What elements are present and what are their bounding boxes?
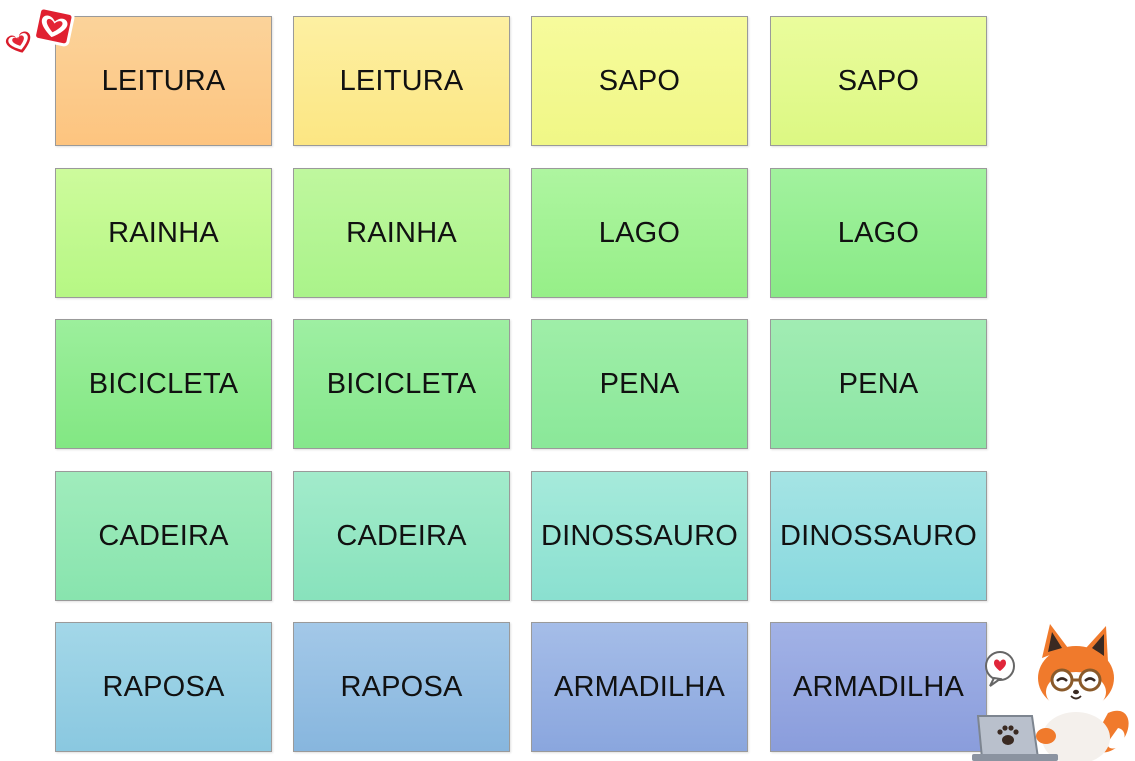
word-card-label: SAPO bbox=[598, 64, 681, 97]
word-card[interactable]: SAPO bbox=[531, 16, 748, 146]
word-card-label: SAPO bbox=[837, 64, 920, 97]
word-card[interactable]: ARMADILHA bbox=[770, 622, 987, 752]
word-card[interactable]: BICICLETA bbox=[293, 319, 510, 449]
word-card[interactable]: LAGO bbox=[770, 168, 987, 298]
word-card[interactable]: DINOSSAURO bbox=[770, 471, 987, 601]
word-card[interactable]: BICICLETA bbox=[55, 319, 272, 449]
word-card[interactable]: LEITURA bbox=[55, 16, 272, 146]
word-card-label: LAGO bbox=[598, 216, 681, 249]
word-card-label: LEITURA bbox=[101, 64, 226, 97]
word-card[interactable]: SAPO bbox=[770, 16, 987, 146]
word-card[interactable]: RAINHA bbox=[55, 168, 272, 298]
word-card-label: BICICLETA bbox=[88, 367, 239, 400]
word-card[interactable]: PENA bbox=[531, 319, 748, 449]
word-card-label: RAINHA bbox=[346, 216, 457, 249]
word-card[interactable]: LEITURA bbox=[293, 16, 510, 146]
word-card-label: RAINHA bbox=[108, 216, 219, 249]
word-card-label: BICICLETA bbox=[326, 367, 477, 400]
word-card-label: PENA bbox=[838, 367, 919, 400]
word-card[interactable]: PENA bbox=[770, 319, 987, 449]
word-card-label: CADEIRA bbox=[336, 519, 467, 552]
word-card[interactable]: RAINHA bbox=[293, 168, 510, 298]
word-card-label: ARMADILHA bbox=[554, 670, 725, 703]
word-card-label: RAPOSA bbox=[102, 670, 225, 703]
word-card-label: CADEIRA bbox=[98, 519, 229, 552]
word-card[interactable]: LAGO bbox=[531, 168, 748, 298]
word-card[interactable]: DINOSSAURO bbox=[531, 471, 748, 601]
word-card-label: LAGO bbox=[837, 216, 920, 249]
word-card[interactable]: RAPOSA bbox=[55, 622, 272, 752]
fox-laptop-mascot-icon bbox=[972, 624, 1129, 761]
word-card-label: ARMADILHA bbox=[793, 670, 964, 703]
heart-sticker-icon bbox=[4, 6, 75, 56]
word-card-label: DINOSSAURO bbox=[541, 519, 738, 552]
word-card[interactable]: CADEIRA bbox=[293, 471, 510, 601]
word-card-label: LEITURA bbox=[339, 64, 464, 97]
word-card-label: DINOSSAURO bbox=[780, 519, 977, 552]
word-card-label: RAPOSA bbox=[340, 670, 463, 703]
word-card[interactable]: CADEIRA bbox=[55, 471, 272, 601]
word-card[interactable]: RAPOSA bbox=[293, 622, 510, 752]
word-card[interactable]: ARMADILHA bbox=[531, 622, 748, 752]
word-card-label: PENA bbox=[599, 367, 680, 400]
